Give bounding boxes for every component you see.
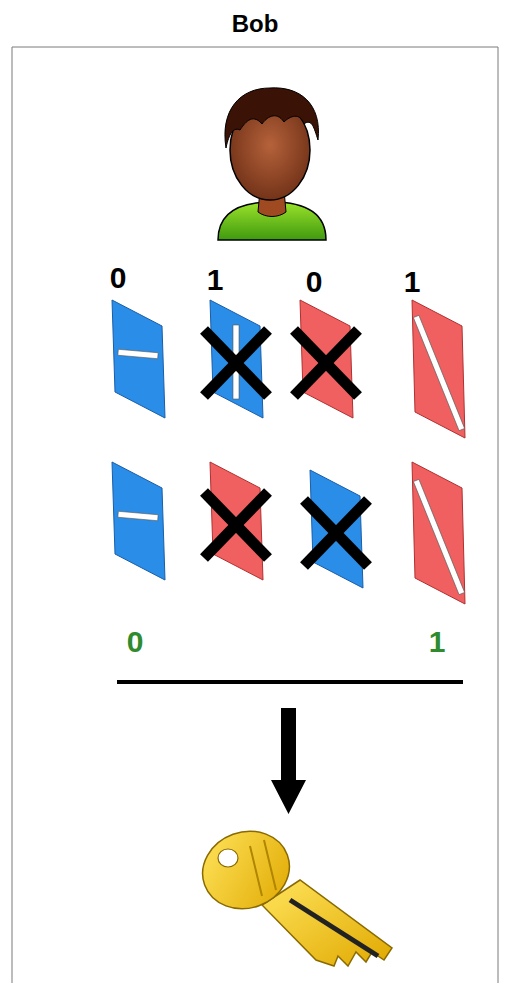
panel-title: Bob: [232, 12, 279, 36]
sum-line: [117, 680, 463, 684]
bit-value: 1: [207, 265, 224, 295]
key-bit: 1: [429, 627, 446, 657]
bit-value: 0: [306, 267, 323, 297]
bit-value: 0: [110, 263, 127, 293]
key-bit: 0: [127, 627, 144, 657]
down-arrow: [271, 708, 306, 814]
person-icon: [218, 88, 326, 240]
panel-frame: [12, 47, 498, 983]
key-icon: [192, 819, 392, 966]
polarizer-row: [112, 462, 465, 604]
bit-value: 1: [404, 267, 421, 297]
polarizer-row: [112, 300, 465, 438]
